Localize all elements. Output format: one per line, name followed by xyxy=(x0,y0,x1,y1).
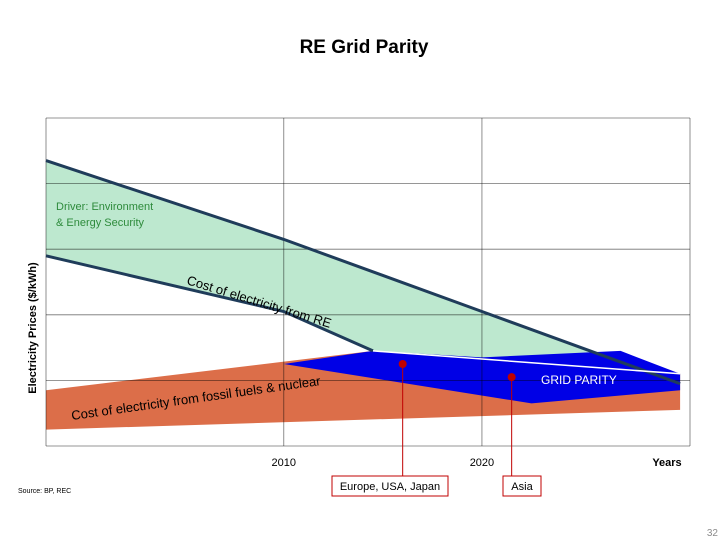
x-tick-label: 2020 xyxy=(470,457,494,469)
callout-box xyxy=(502,475,542,497)
callout-marker xyxy=(507,373,516,382)
callout-label: Europe, USA, Japan xyxy=(340,481,440,493)
callout-label: Asia xyxy=(511,481,533,493)
grid-parity-label: GRID PARITY xyxy=(541,373,617,387)
re-cost-lower-line xyxy=(45,254,374,353)
chart-title: RE Grid Parity xyxy=(300,37,429,58)
callout-marker xyxy=(398,360,407,368)
driver-label-line2: & Energy Security xyxy=(56,217,145,229)
source-note: Source: BP, REC xyxy=(18,488,71,495)
x-axis-label: Years xyxy=(652,457,681,469)
driver-label-line1: Driver: Environment xyxy=(56,201,153,213)
x-tick-label: 2010 xyxy=(272,457,296,469)
re-cost-upper-line xyxy=(45,159,681,386)
y-axis-label: Electricity Prices ($/kWh) xyxy=(27,262,39,394)
fossil-parity-boundary xyxy=(372,350,681,375)
page-number: 32 xyxy=(707,528,719,539)
callout-box xyxy=(331,475,449,497)
re-cost-band xyxy=(46,160,681,384)
